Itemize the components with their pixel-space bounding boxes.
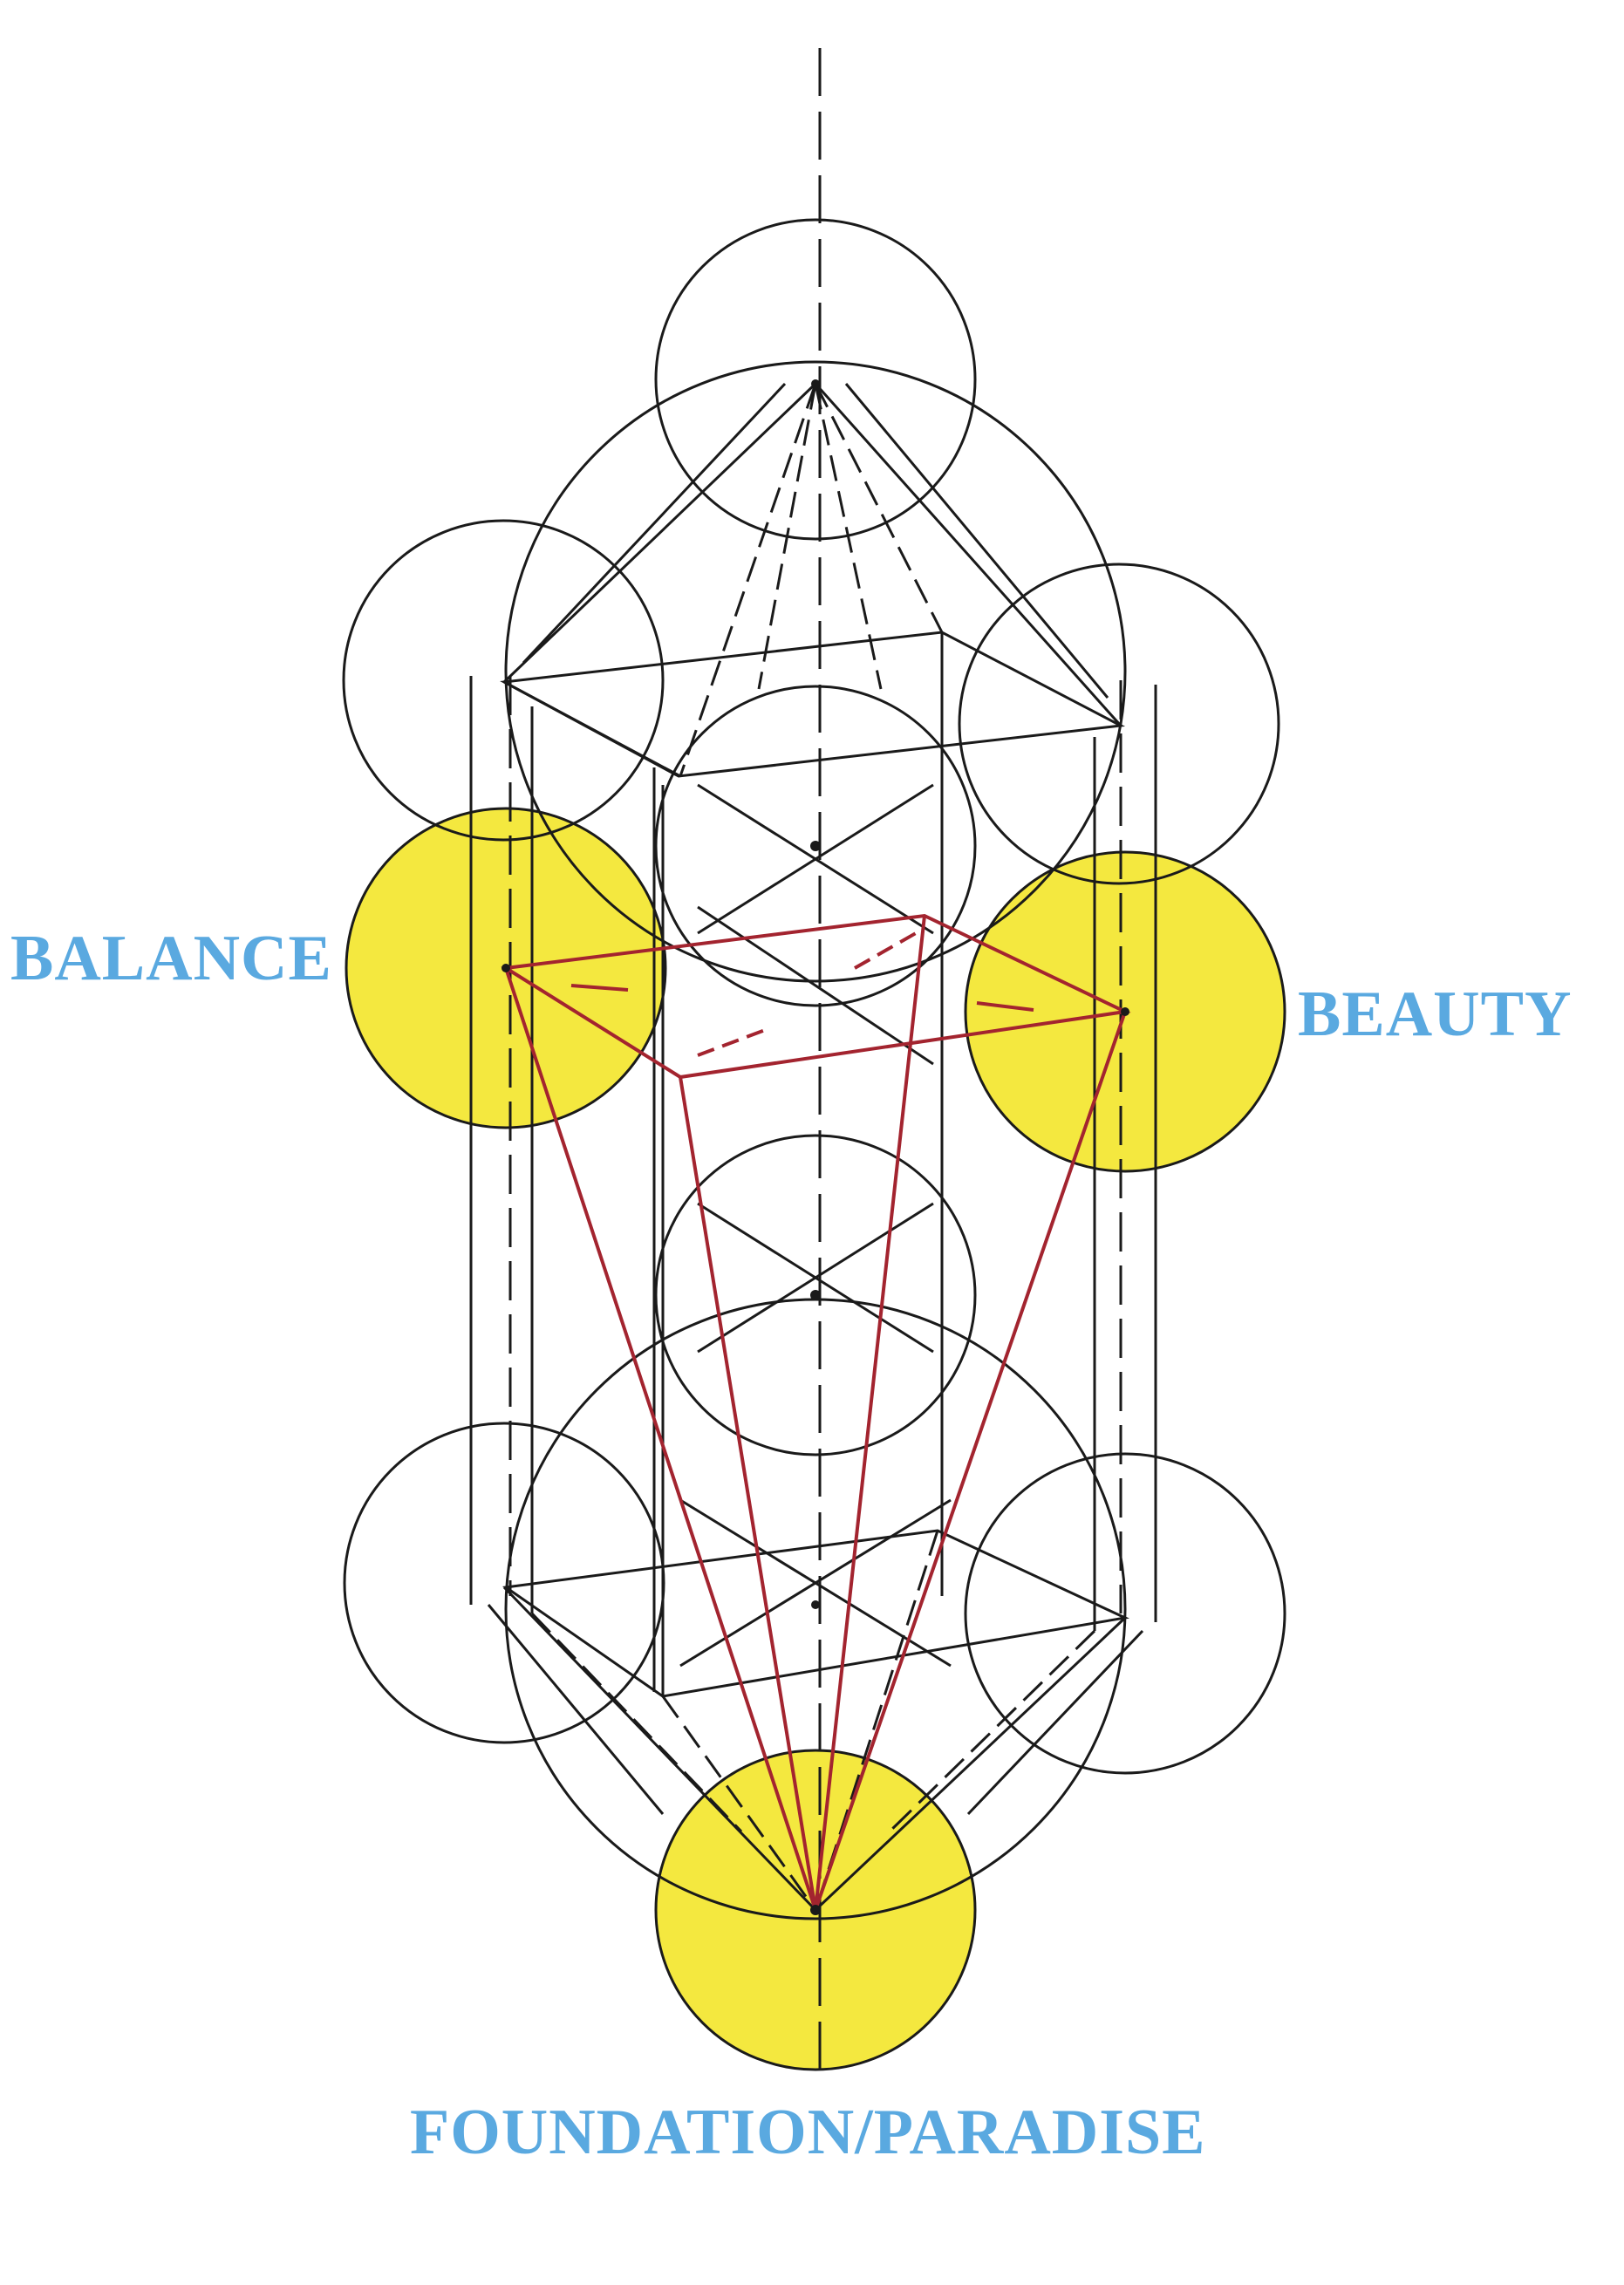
lower-right-sphere — [964, 1452, 1286, 1775]
upper-center-sphere — [654, 685, 977, 1007]
upper-right-sphere — [958, 563, 1280, 885]
beauty-label: BEAUTY — [1298, 979, 1573, 1050]
edge-front-foundation — [679, 1076, 817, 1911]
foundation-sphere — [654, 1749, 977, 2071]
edge-back-foundation — [814, 915, 926, 1911]
highlighted-spheres — [346, 808, 1285, 2070]
lower-left-sphere — [343, 1422, 665, 1744]
edge-balance-foundation — [504, 967, 817, 1911]
lower-box-top — [502, 1529, 1130, 1698]
upper-left-sphere — [342, 519, 665, 842]
node-dots — [502, 379, 1129, 1915]
red-pyramid — [501, 913, 1131, 1911]
lower-center-sphere — [654, 1134, 977, 1456]
crown-sphere — [654, 218, 977, 541]
balance-sphere — [345, 807, 667, 1129]
balance-label: BALANCE — [10, 923, 332, 994]
edge-beauty-foundation — [814, 1011, 1127, 1911]
foundation-paradise-label: FOUNDATION/PARADISE — [410, 2097, 1206, 2168]
line-work — [342, 48, 1286, 2076]
large-upper-circle — [504, 360, 1127, 983]
beauty-sphere — [964, 850, 1286, 1173]
upper-box-top — [500, 631, 1126, 778]
